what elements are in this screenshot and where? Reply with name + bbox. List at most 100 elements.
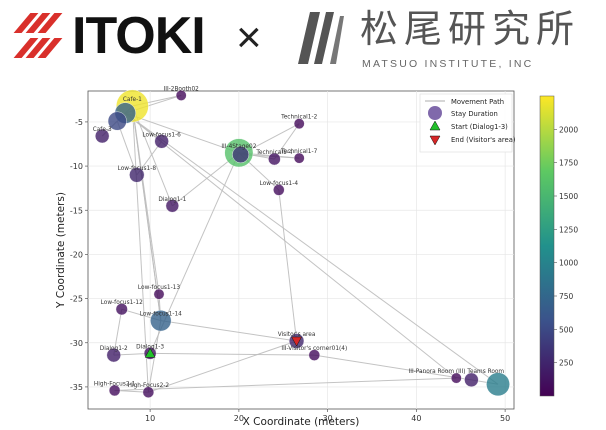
stay-point bbox=[142, 386, 155, 398]
movement-path-segment bbox=[125, 112, 240, 154]
point-label: Dialog1-1 bbox=[158, 197, 186, 203]
x-tick-label: 50 bbox=[500, 414, 510, 423]
legend-end-icon bbox=[429, 135, 441, 146]
start-end-markers bbox=[144, 336, 302, 358]
movement-path-segment bbox=[131, 105, 162, 321]
itoki-wordmark: ITOKI bbox=[72, 7, 206, 65]
x-tick-label: 30 bbox=[323, 414, 333, 423]
y-axis-label: Y Coordinate (meters) bbox=[55, 192, 67, 309]
movement-path-segment bbox=[113, 309, 123, 356]
matsuo-kanji: 松尾研究所 bbox=[360, 7, 581, 51]
point-label: Dialog1-2 bbox=[100, 346, 128, 352]
end-marker bbox=[291, 336, 302, 347]
movement-path-segment bbox=[273, 123, 300, 160]
colorbar bbox=[539, 95, 555, 397]
point-label: High-Focus2-2 bbox=[128, 383, 170, 389]
colorbar-tick-label: 500 bbox=[559, 325, 574, 334]
stay-point bbox=[108, 384, 121, 397]
point-label: Low-focus1-6 bbox=[142, 132, 181, 138]
stay-point bbox=[106, 347, 121, 363]
x-tick-label: 10 bbox=[145, 414, 155, 423]
legend: Movement Path Stay Duration Start (Dialo… bbox=[419, 93, 516, 153]
matsuo-m-mark-icon bbox=[298, 12, 344, 64]
point-label: Technical1-4 bbox=[255, 150, 292, 156]
point-label: Technical1-2 bbox=[280, 115, 317, 121]
colorbar-tick-label: 1750 bbox=[559, 159, 578, 168]
movement-path-segment bbox=[278, 189, 298, 342]
header: ITOKI × 松尾研究所 MATSUO INSTITUTE, INC bbox=[0, 0, 606, 84]
colorbar-tick-label: 1250 bbox=[559, 225, 578, 234]
colorbar-tick-label: 250 bbox=[559, 359, 574, 368]
y-tick-label: -30 bbox=[70, 339, 83, 348]
point-label: Low-focus1-4 bbox=[260, 181, 299, 187]
movement-path-segment bbox=[124, 112, 499, 385]
itoki-logo: ITOKI bbox=[13, 7, 206, 65]
stay-point bbox=[273, 184, 285, 196]
point-label: Dialog1-3 bbox=[136, 344, 164, 350]
point-label: III-2Booth02 bbox=[164, 86, 200, 92]
colorbar-tick-label: 2000 bbox=[559, 125, 578, 134]
stay-point bbox=[486, 372, 510, 397]
point-label: III-Panora Room (III) Teams Room bbox=[409, 369, 505, 375]
y-tick-label: -5 bbox=[75, 118, 83, 127]
y-tick-label: -10 bbox=[70, 162, 83, 171]
point-label: III-4Stage02 bbox=[221, 144, 256, 150]
stay-point bbox=[293, 152, 305, 164]
movement-path-segment bbox=[124, 112, 457, 379]
movement-path-segment bbox=[116, 120, 138, 176]
point-label: Low-focus1-8 bbox=[118, 166, 157, 172]
legend-stay-label: Stay Duration bbox=[451, 110, 498, 118]
stay-point bbox=[165, 199, 179, 213]
x-axis-label: X Coordinate (meters) bbox=[243, 416, 360, 428]
stay-point bbox=[129, 167, 145, 183]
point-label: Low-focus1-12 bbox=[101, 300, 143, 306]
legend-start-icon bbox=[429, 120, 441, 131]
stay-point bbox=[153, 288, 165, 300]
stay-point bbox=[232, 146, 250, 164]
y-tick-label: -35 bbox=[70, 383, 83, 392]
stay-point bbox=[293, 118, 305, 130]
point-label: Low-focus1-13 bbox=[138, 285, 180, 291]
movement-chart: Cafe-1Cafe-3Low-focus1-6Low-focus1-8Dial… bbox=[55, 86, 578, 428]
movement-path-segment bbox=[150, 352, 315, 356]
stay-point bbox=[464, 372, 479, 388]
stay-point bbox=[268, 152, 281, 166]
stay-point bbox=[95, 128, 110, 144]
point-label: Technical1-7 bbox=[280, 149, 317, 155]
stay-point bbox=[115, 303, 128, 316]
point-labels-layer: Cafe-1Cafe-3Low-focus1-6Low-focus1-8Dial… bbox=[93, 86, 505, 389]
stay-points-layer bbox=[95, 89, 510, 398]
start-marker bbox=[144, 347, 156, 358]
movement-path-segment bbox=[314, 354, 472, 381]
stay-point bbox=[450, 372, 462, 384]
point-label: Visitor's area bbox=[278, 332, 316, 338]
stay-point bbox=[107, 111, 127, 131]
legend-end-label: End (Visitor's area) bbox=[451, 136, 516, 144]
point-label: Low-focus1-14 bbox=[140, 312, 182, 318]
point-label: Cafe-3 bbox=[93, 127, 112, 133]
stay-point bbox=[308, 349, 321, 361]
point-label: Cafe-1 bbox=[123, 97, 142, 103]
stay-point bbox=[154, 134, 169, 149]
x-tick-label: 20 bbox=[234, 414, 244, 423]
y-tick-label: -15 bbox=[70, 206, 83, 215]
colorbar-tick-label: 750 bbox=[559, 292, 574, 301]
legend-movement-label: Movement Path bbox=[451, 98, 504, 106]
point-label: High-Focus2-1 bbox=[94, 381, 136, 387]
stay-point bbox=[175, 90, 187, 101]
y-tick-label: -20 bbox=[70, 250, 83, 259]
legend-start-label: Start (Dialog1-3) bbox=[451, 123, 508, 131]
movement-path-segment bbox=[160, 320, 297, 342]
y-tick-label: -25 bbox=[70, 295, 83, 304]
movement-path-segment bbox=[114, 377, 457, 391]
itoki-stripes-icon bbox=[13, 11, 66, 61]
stay-point bbox=[150, 310, 172, 332]
colorbar-tick-label: 1000 bbox=[559, 259, 578, 268]
movement-path-segment bbox=[131, 105, 149, 393]
movement-path-segment bbox=[148, 340, 297, 393]
collaboration-times-symbol: × bbox=[236, 13, 262, 62]
legend-stay-icon bbox=[428, 106, 442, 120]
matsuo-subtitle: MATSUO INSTITUTE, INC bbox=[362, 58, 534, 70]
